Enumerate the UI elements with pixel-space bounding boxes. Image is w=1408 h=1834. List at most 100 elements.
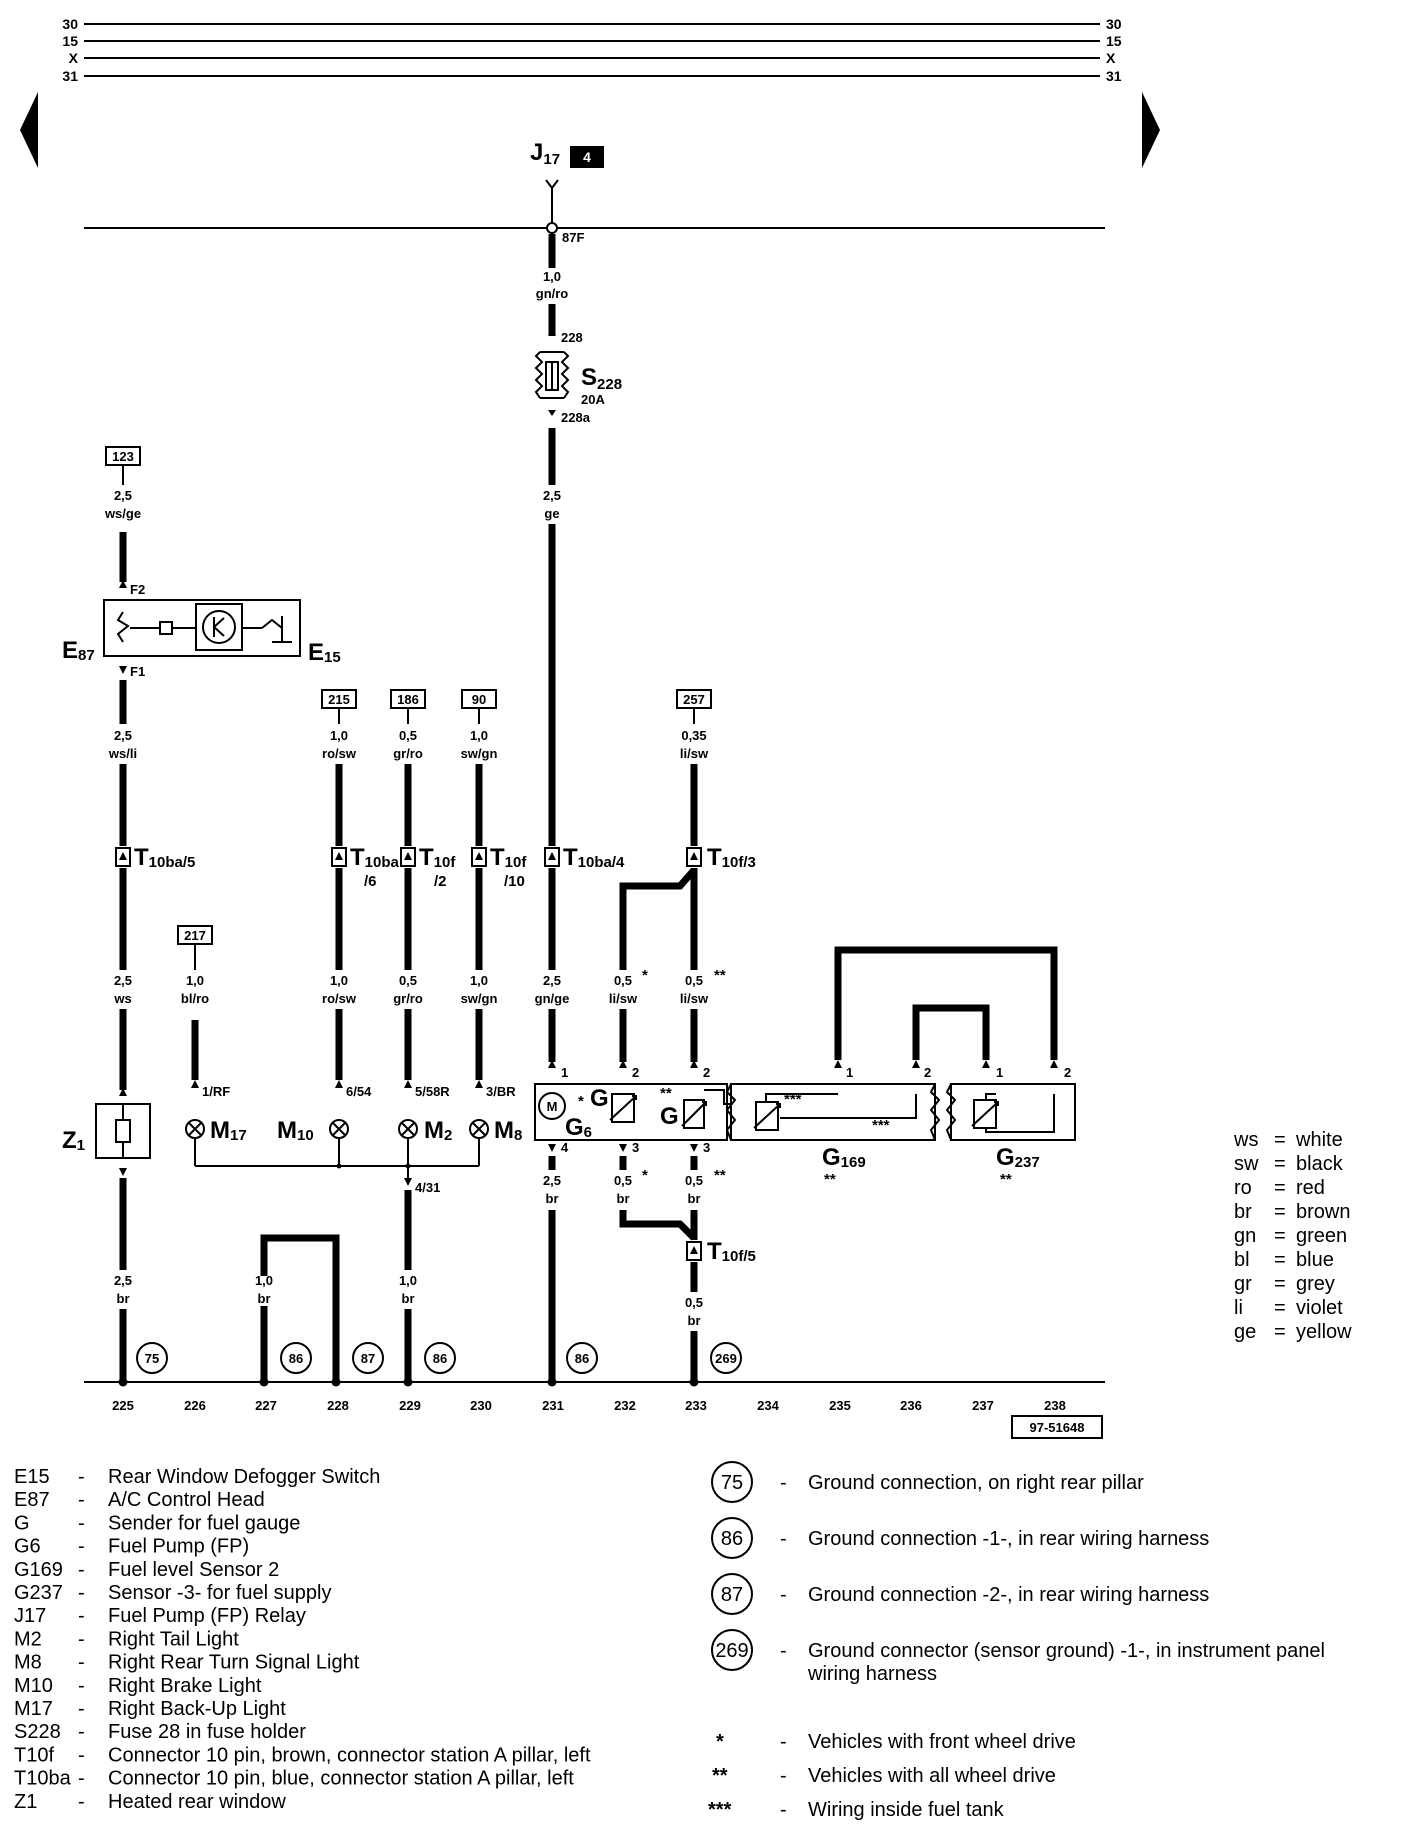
legend-code: G6: [14, 1536, 41, 1558]
svg-text:M8: M8: [494, 1117, 522, 1144]
m17-sub: 17: [230, 1127, 247, 1144]
m2-sub: 2: [444, 1127, 452, 1144]
m17-pin: 1/RF: [202, 1084, 230, 1099]
rail-label-30-right: 30: [1106, 16, 1122, 32]
legend-ground-num: 269: [715, 1640, 748, 1662]
relay-name: J: [530, 139, 543, 166]
e87-pin-bottom: F1: [130, 664, 145, 679]
e87-sub: 87: [78, 647, 95, 664]
ground-marker-86: 86: [575, 1351, 589, 1366]
wire-color: br: [688, 1191, 701, 1206]
color-name: white: [1295, 1129, 1343, 1151]
e15-label: E: [308, 639, 324, 666]
wire-gauge: 0,5: [685, 973, 703, 988]
track-number: 236: [900, 1398, 922, 1413]
legend-dash: -: [78, 1512, 85, 1534]
wire-gauge: 2,5: [114, 488, 132, 503]
legend-code: G237: [14, 1582, 63, 1604]
m2-out-pin: 4/31: [415, 1180, 440, 1195]
wire-ref: 257: [683, 692, 705, 707]
rail-label-31-right: 31: [1106, 68, 1122, 84]
legend-code: M8: [14, 1652, 42, 1674]
fuel-supply-sensor-g237: G237 ** 1 2: [945, 1060, 1076, 1188]
legend-code: M2: [14, 1628, 42, 1650]
color-eq: =: [1274, 1249, 1286, 1271]
z1-sub: 1: [77, 1137, 85, 1154]
wire-gauge: 2,5: [543, 1173, 561, 1188]
wire-color: br: [402, 1291, 415, 1306]
legend-desc: Sensor -3- for fuel supply: [108, 1582, 331, 1604]
connector-sub2: /10: [504, 873, 525, 890]
wire-gauge: 0,5: [614, 1173, 632, 1188]
ground-marker-75: 75: [145, 1351, 159, 1366]
relay-sub: 17: [543, 151, 560, 168]
wire-gauge: 2,5: [114, 728, 132, 743]
wire-color: br: [546, 1191, 559, 1206]
svg-text:J17: J17: [530, 139, 560, 168]
svg-text:T10f: T10f: [419, 844, 456, 871]
diagram-code: 97-51648: [1030, 1420, 1085, 1435]
svg-text:E87: E87: [62, 637, 95, 664]
svg-text:G237: G237: [996, 1144, 1040, 1171]
wire-gauge: 0,35: [681, 728, 706, 743]
wire-color: li/sw: [680, 991, 709, 1006]
relay-pin: 87F: [562, 230, 584, 245]
wire-color: ws/ge: [104, 506, 141, 521]
legend-mark: **: [712, 1765, 728, 1787]
legend-dash: -: [78, 1744, 85, 1766]
next-page-arrow-icon[interactable]: [1142, 92, 1160, 168]
color-abbr: gn: [1234, 1225, 1256, 1247]
connector-name: T: [490, 844, 505, 871]
g237-mark: **: [1000, 1171, 1012, 1188]
wire-mark: *: [642, 967, 648, 984]
legend-dash: -: [780, 1640, 787, 1662]
connector-sub: 10f/5: [722, 1248, 756, 1265]
rail-label-x-right: X: [1106, 50, 1116, 66]
wire-color: li/sw: [609, 991, 638, 1006]
track-number: 226: [184, 1398, 206, 1413]
wire-color: ro/sw: [322, 746, 357, 761]
e15-sub: 15: [324, 649, 341, 666]
wire-color: li/sw: [680, 746, 709, 761]
legend-ground-num: 75: [721, 1472, 743, 1494]
legend-desc: Ground connection -1-, in rear wiring ha…: [808, 1528, 1209, 1550]
legend-dash: -: [78, 1466, 85, 1488]
previous-page-arrow-icon[interactable]: [20, 92, 38, 168]
legend-code: Z1: [14, 1790, 38, 1813]
svg-text:M17: M17: [210, 1117, 247, 1144]
color-legend: ws=white sw=black ro=red br=brown gn=gre…: [1233, 1129, 1352, 1343]
fuel-sender-block: M G6 * G ** G: [534, 1083, 748, 1141]
legend-dash: -: [78, 1605, 85, 1627]
color-eq: =: [1274, 1129, 1286, 1151]
svg-text:T10f: T10f: [490, 844, 527, 871]
track-numbers: 225 226 227 228 229 230 231 232 233 234 …: [112, 1398, 1066, 1413]
fuse-name: S: [581, 364, 597, 391]
wire-color: ws/li: [108, 746, 137, 761]
wire-gauge: 1,0: [543, 269, 561, 284]
wire-color: ge: [544, 506, 559, 521]
m8-sub: 8: [514, 1127, 522, 1144]
connector-sub: 10f: [434, 854, 457, 871]
component-legend: E15-Rear Window Defogger Switch E87-A/C …: [14, 1466, 591, 1790]
connector-sub2: /6: [364, 873, 377, 890]
rail-label-15-left: 15: [62, 33, 78, 49]
legend-dash: -: [78, 1675, 85, 1697]
wire-color: br: [258, 1291, 271, 1306]
m2-label: M: [424, 1117, 444, 1144]
legend-code: T10ba: [14, 1768, 72, 1790]
color-eq: =: [1274, 1321, 1286, 1343]
fuse-s228: S228 20A: [534, 351, 622, 407]
legend-desc: Vehicles with all wheel drive: [808, 1765, 1056, 1787]
legend-dash: -: [78, 1698, 85, 1720]
legend-mark: *: [716, 1731, 724, 1753]
m8-label: M: [494, 1117, 514, 1144]
g6-sub: 6: [584, 1124, 592, 1141]
legend-dash: -: [780, 1472, 787, 1494]
legend-code: E15: [14, 1466, 50, 1488]
color-abbr: ge: [1234, 1321, 1256, 1343]
wire-gauge: 1,0: [470, 973, 488, 988]
relay-badge: 4: [583, 149, 591, 165]
legend-dash: -: [78, 1559, 85, 1581]
wire-color: br: [617, 1191, 630, 1206]
